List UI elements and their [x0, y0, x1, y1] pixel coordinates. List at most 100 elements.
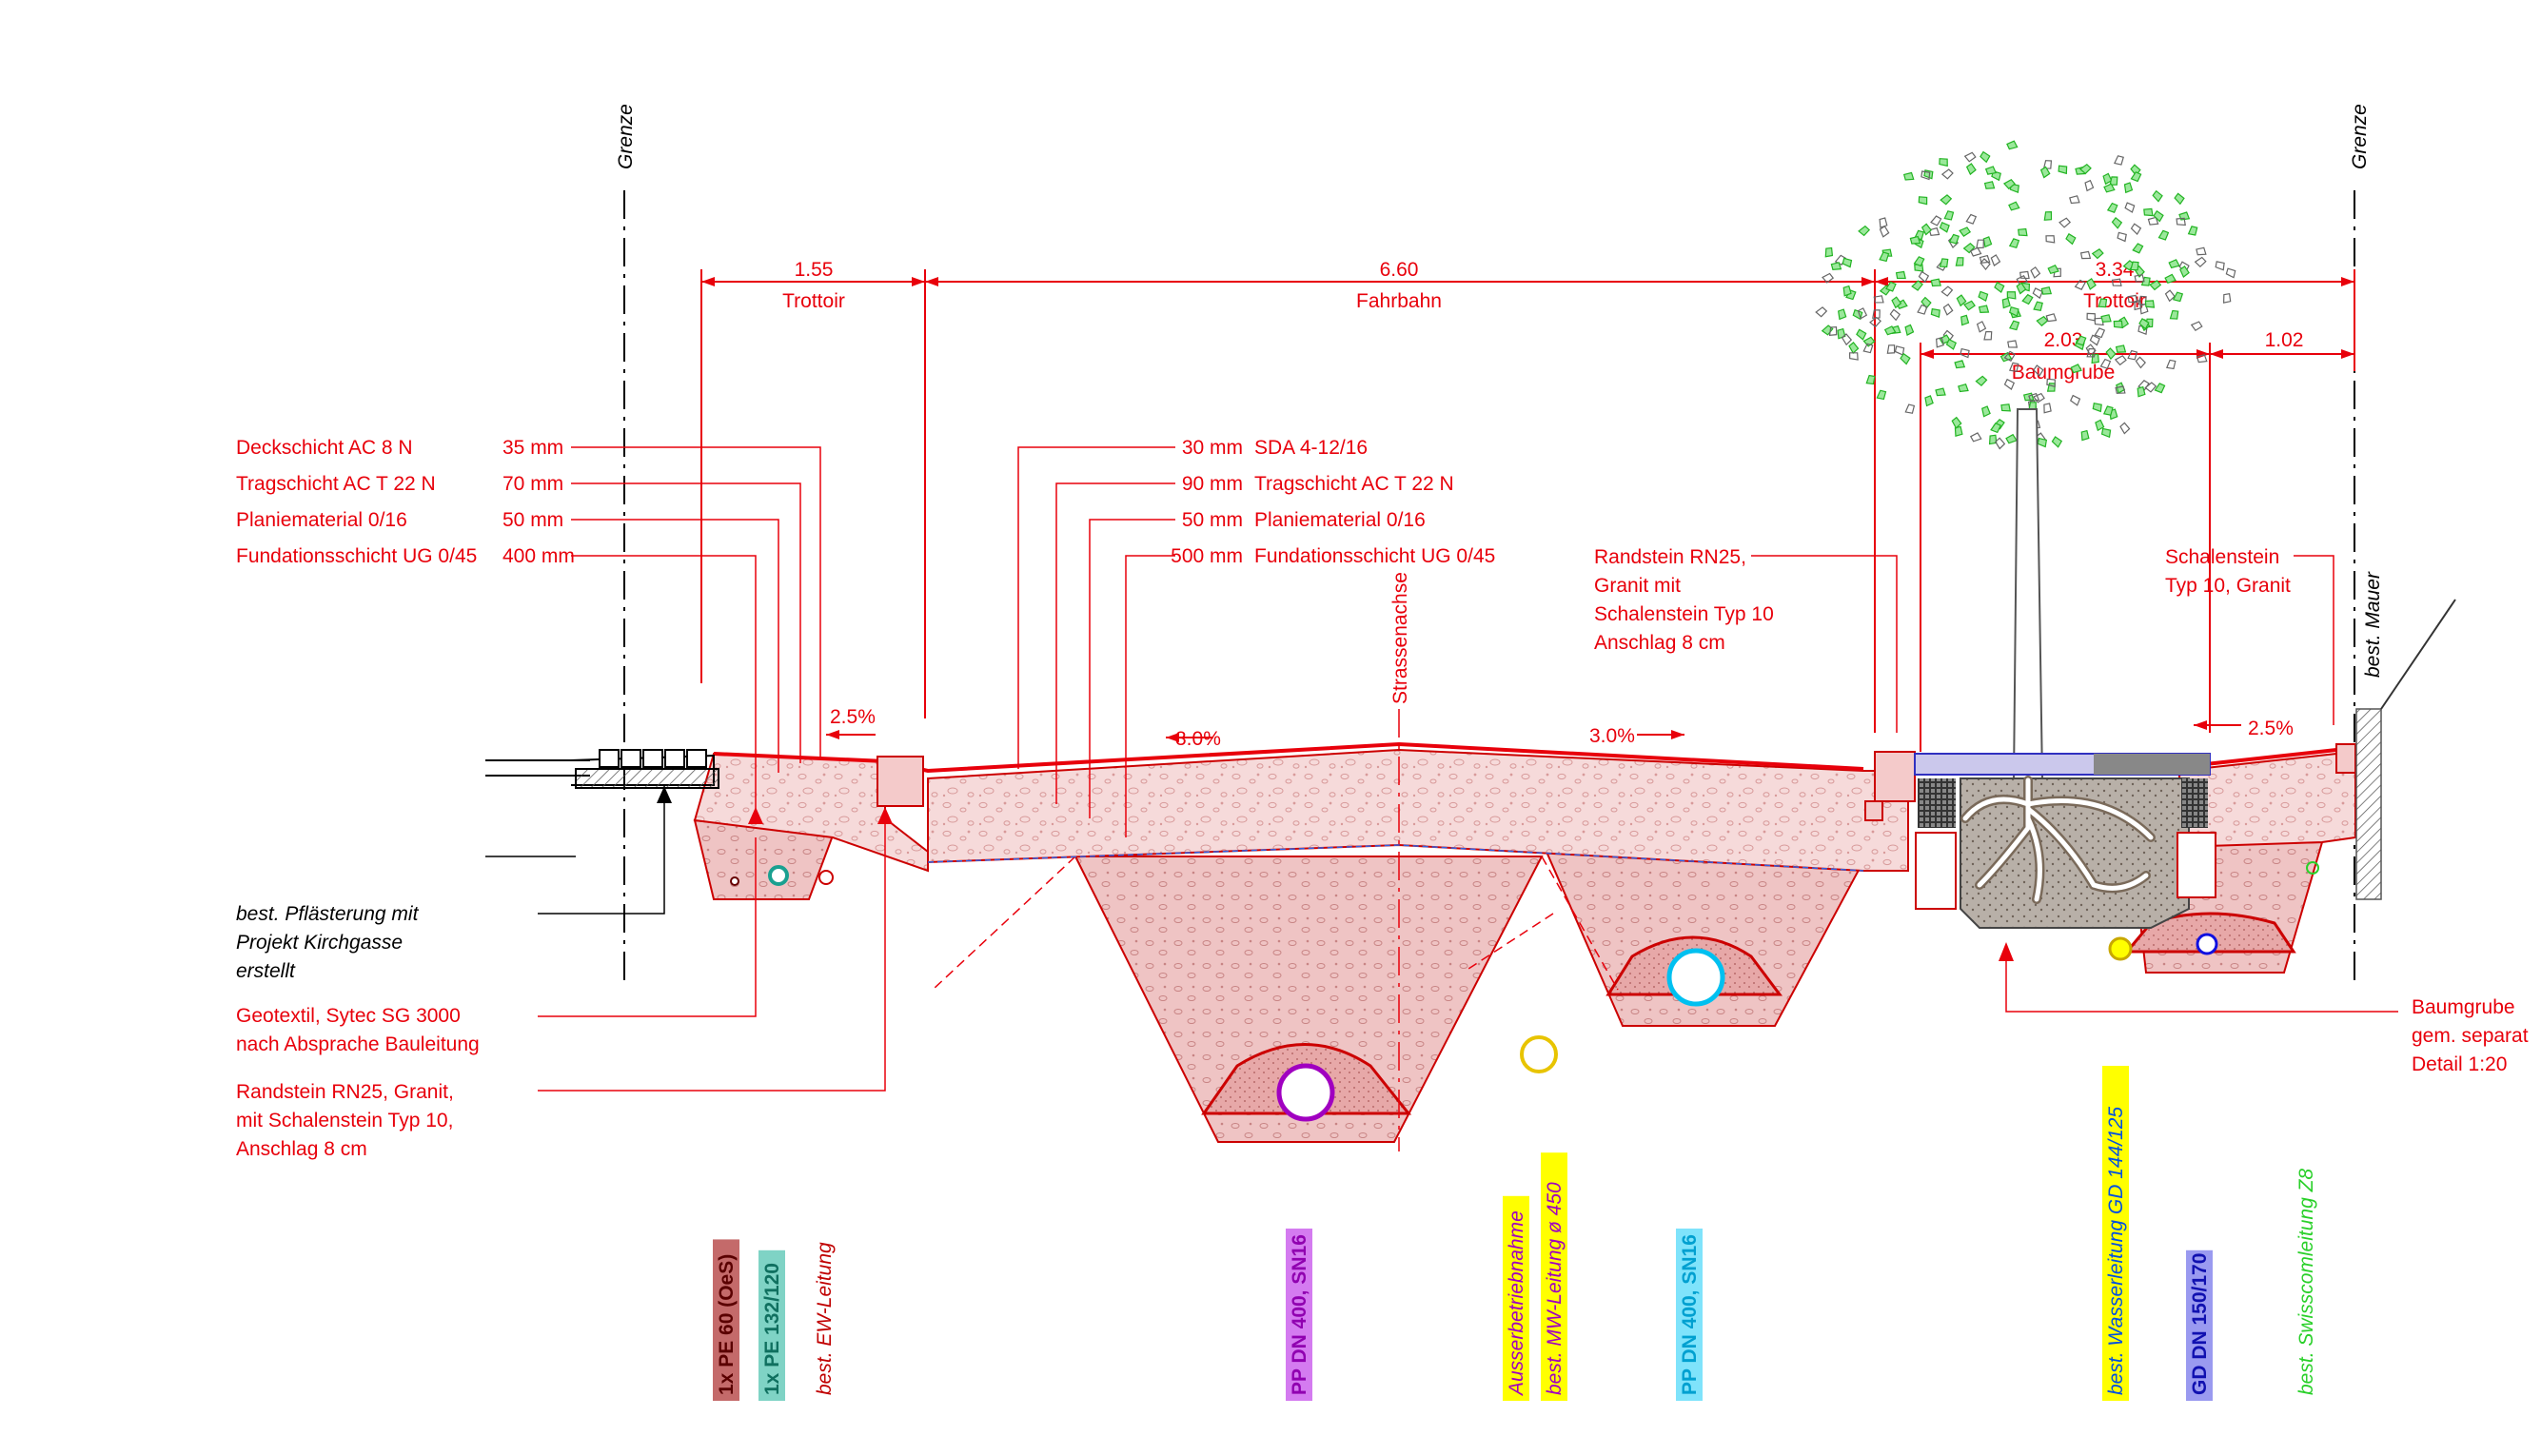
leaf-shape [2144, 300, 2156, 308]
pipe-label: best. MW-Leitung ø 450 [1541, 1152, 1567, 1401]
dim-fahrbahn-label: Fahrbahn [1356, 290, 1442, 312]
note-mauer: best. Mauer [2362, 571, 2384, 678]
pipe-label: GD DN 150/170 [2186, 1249, 2213, 1401]
leaf-shape [1982, 236, 1993, 248]
leaf-shape [1904, 324, 1915, 336]
leaf-shape [2139, 303, 2149, 315]
layer-road-thickness: 30 mm [1182, 437, 1243, 459]
leaf-shape [1939, 222, 1950, 233]
pipe-label-text: 1x PE 60 (OeS) [716, 1254, 738, 1395]
leaf-shape [2114, 355, 2127, 366]
leaf-shape [1872, 309, 1881, 319]
leaf-shape [1963, 300, 1976, 311]
leaf-shape [2000, 403, 2011, 412]
fahrbahn-body [927, 748, 1909, 872]
leaf-shape [1848, 352, 1859, 361]
leaf-shape [1918, 270, 1930, 284]
leaf-shape [2225, 267, 2236, 279]
leaf-shape [1837, 327, 1846, 340]
leaf-shape [2168, 259, 2180, 269]
pipe-pe132 [768, 865, 789, 886]
pipe-swisscom [2306, 861, 2319, 875]
leaf-shape [1954, 425, 1963, 438]
leaf-shape [1857, 307, 1868, 320]
leaf-shape [1963, 151, 1977, 163]
leaf-shape [2190, 321, 2203, 332]
pipe-pp-dn400-left [1276, 1063, 1335, 1122]
note-line: erstellt [236, 960, 296, 982]
leaf-shape [2164, 273, 2177, 284]
leaf-shape [2138, 318, 2150, 330]
leaf-shape [1830, 262, 1842, 270]
leaf-shape [2001, 297, 2011, 309]
leaf-shape [1965, 163, 1977, 176]
leaf-shape [2130, 261, 2139, 271]
note-line: Typ 10, Granit [2165, 575, 2291, 597]
dim-right-offset-value: 1.02 [2265, 329, 2304, 351]
layer-road-thickness: 500 mm [1171, 545, 1243, 567]
note-line: mit Schalenstein Typ 10, [236, 1110, 453, 1131]
leaf-shape [1948, 233, 1960, 245]
leaf-shape [1885, 281, 1897, 292]
leaf-shape [1856, 328, 1867, 341]
pipes [730, 861, 2319, 1122]
leaf-shape [2036, 315, 2049, 327]
leaf-shape [2113, 320, 2123, 329]
layer-left-thickness: 50 mm [502, 509, 563, 531]
leaf-shape [2127, 294, 2138, 304]
leaf-shape [1889, 308, 1901, 322]
leaf-shape [1891, 296, 1902, 309]
leaf-shape [2033, 364, 2044, 377]
note-line: Geotextil, Sytec SG 3000 [236, 1005, 461, 1027]
pipe-label: best. Swisscomleitung Z8 [2295, 1169, 2317, 1395]
leaf-shape [2147, 216, 2159, 226]
leaf-shape [2058, 217, 2072, 228]
leaf-shape [2196, 354, 2208, 364]
leaf-shape [1821, 325, 1834, 336]
leaf-shape [2176, 217, 2186, 226]
tree-pit [1914, 753, 2216, 929]
leaf-shape [2149, 280, 2162, 291]
leaf-shape [2032, 287, 2043, 300]
leaf-shape [1945, 338, 1957, 350]
leaf-shape [1902, 171, 1915, 181]
leaf-shape [2008, 362, 2019, 373]
pipe-label: PP DN 400, SN16 [1676, 1229, 1703, 1401]
leaf-shape [2030, 266, 2041, 279]
leaf-shape [2134, 274, 2145, 283]
leaf-shape [1852, 308, 1863, 321]
dim-baumgrube-label: Baumgrube [2012, 362, 2116, 384]
boundary-label-right: Grenze [2349, 104, 2371, 169]
leaf-shape [2008, 305, 2019, 317]
layer-left-name: Tragschicht AC T 22 N [236, 473, 436, 495]
layer-left-thickness: 400 mm [502, 545, 575, 567]
leaf-shape [1960, 314, 1970, 326]
note-line: best. Pflästerung mit [236, 903, 420, 925]
leaf-shape [2099, 358, 2112, 369]
leaf-shape [1939, 158, 1948, 167]
pipe-label-text: best. Swisscomleitung Z8 [2295, 1169, 2317, 1395]
leaf-shape [2033, 301, 2043, 312]
leaf-shape [1939, 258, 1949, 268]
leaf-shape [1883, 325, 1897, 336]
leaf-shape [2019, 270, 2030, 280]
leaf-shape [2092, 402, 2102, 413]
leaf-shape [1940, 285, 1954, 297]
leaf-shape [2179, 266, 2190, 278]
dim-fahrbahn-value: 6.60 [1380, 259, 1419, 281]
slope-arrows [826, 720, 2241, 742]
leaf-shape [1873, 295, 1884, 304]
leaf-shape [1990, 254, 2001, 266]
leaf-shape [2091, 248, 2104, 260]
leaf-shape [2153, 209, 2164, 223]
pipe-label: PP DN 400, SN16 [1286, 1229, 1312, 1401]
leaf-shape [1822, 272, 1835, 284]
leaf-shape [2152, 189, 2163, 203]
leaf-shape [2084, 179, 2095, 192]
leaf-shape [1879, 225, 1890, 238]
leaf-shape [1842, 285, 1852, 297]
